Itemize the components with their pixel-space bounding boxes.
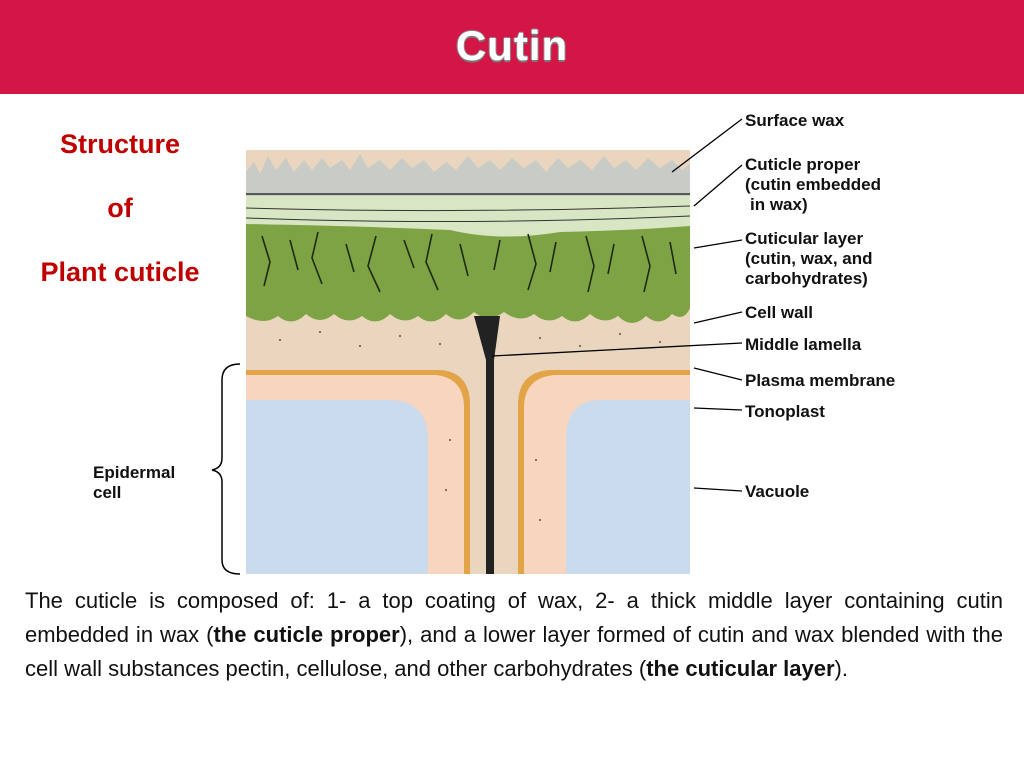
leader-plasma-membrane	[693, 367, 743, 381]
leader-middle-lamella	[491, 342, 743, 357]
label-surface-wax: Surface wax	[745, 111, 845, 130]
label-cuticular-layer-2: (cutin, wax, and	[745, 249, 873, 268]
header-bar	[0, 0, 1024, 94]
label-plasma-membrane: Plasma membrane	[745, 371, 895, 390]
description-bold-cuticular-layer: the cuticular layer	[646, 656, 835, 681]
label-middle-lamella: Middle lamella	[745, 335, 862, 354]
side-title: Structure of Plant cuticle	[20, 118, 220, 310]
epidermal-cell-label-1: Epidermal	[93, 463, 175, 482]
plant-cuticle-diagram: Epidermal cell Surface wax Cuticle prope…	[93, 111, 895, 575]
epidermal-cell-label-2: cell	[93, 483, 121, 502]
label-cuticular-layer-1: Cuticular layer	[745, 229, 863, 248]
label-cuticle-proper-1: Cuticle proper	[745, 155, 861, 174]
label-cuticle-proper-2: (cutin embedded	[745, 175, 881, 194]
label-cuticle-proper-3: in wax)	[750, 195, 808, 214]
description-bold-cuticle-proper: the cuticle proper	[213, 622, 400, 647]
side-title-line-3: Plant cuticle	[40, 257, 200, 287]
label-tonoplast: Tonoplast	[745, 402, 825, 421]
description-text-1: The cuticle is composed of: 1- a top coa…	[25, 588, 1003, 647]
label-cuticular-layer-3: carbohydrates)	[745, 269, 868, 288]
cuticle-proper	[246, 194, 690, 237]
page-title: Cutin	[455, 22, 569, 69]
middle-lamella	[474, 316, 500, 574]
leader-tonoplast	[693, 407, 743, 411]
cuticular-layer	[246, 222, 690, 323]
description-paragraph: The cuticle is composed of: 1- a top coa…	[25, 584, 1003, 686]
side-title-line-1: Structure	[59, 129, 181, 159]
side-title-line-2: of	[107, 193, 133, 223]
leader-surface-wax	[671, 118, 743, 173]
label-cell-wall: Cell wall	[745, 303, 813, 322]
leader-vacuole	[693, 487, 743, 492]
label-vacuole: Vacuole	[745, 482, 809, 501]
leader-cell-wall	[693, 311, 743, 324]
vacuole-left	[246, 400, 428, 574]
epidermal-cell-bracket	[211, 363, 241, 575]
leader-cuticular-layer	[693, 239, 743, 249]
description-text-3: ).	[834, 656, 848, 681]
vacuole-right	[566, 400, 690, 574]
surface-wax	[246, 154, 690, 196]
leader-cuticle-proper	[693, 164, 743, 207]
description-text-2: ), and a lower layer formed of cutin and…	[25, 622, 1004, 681]
